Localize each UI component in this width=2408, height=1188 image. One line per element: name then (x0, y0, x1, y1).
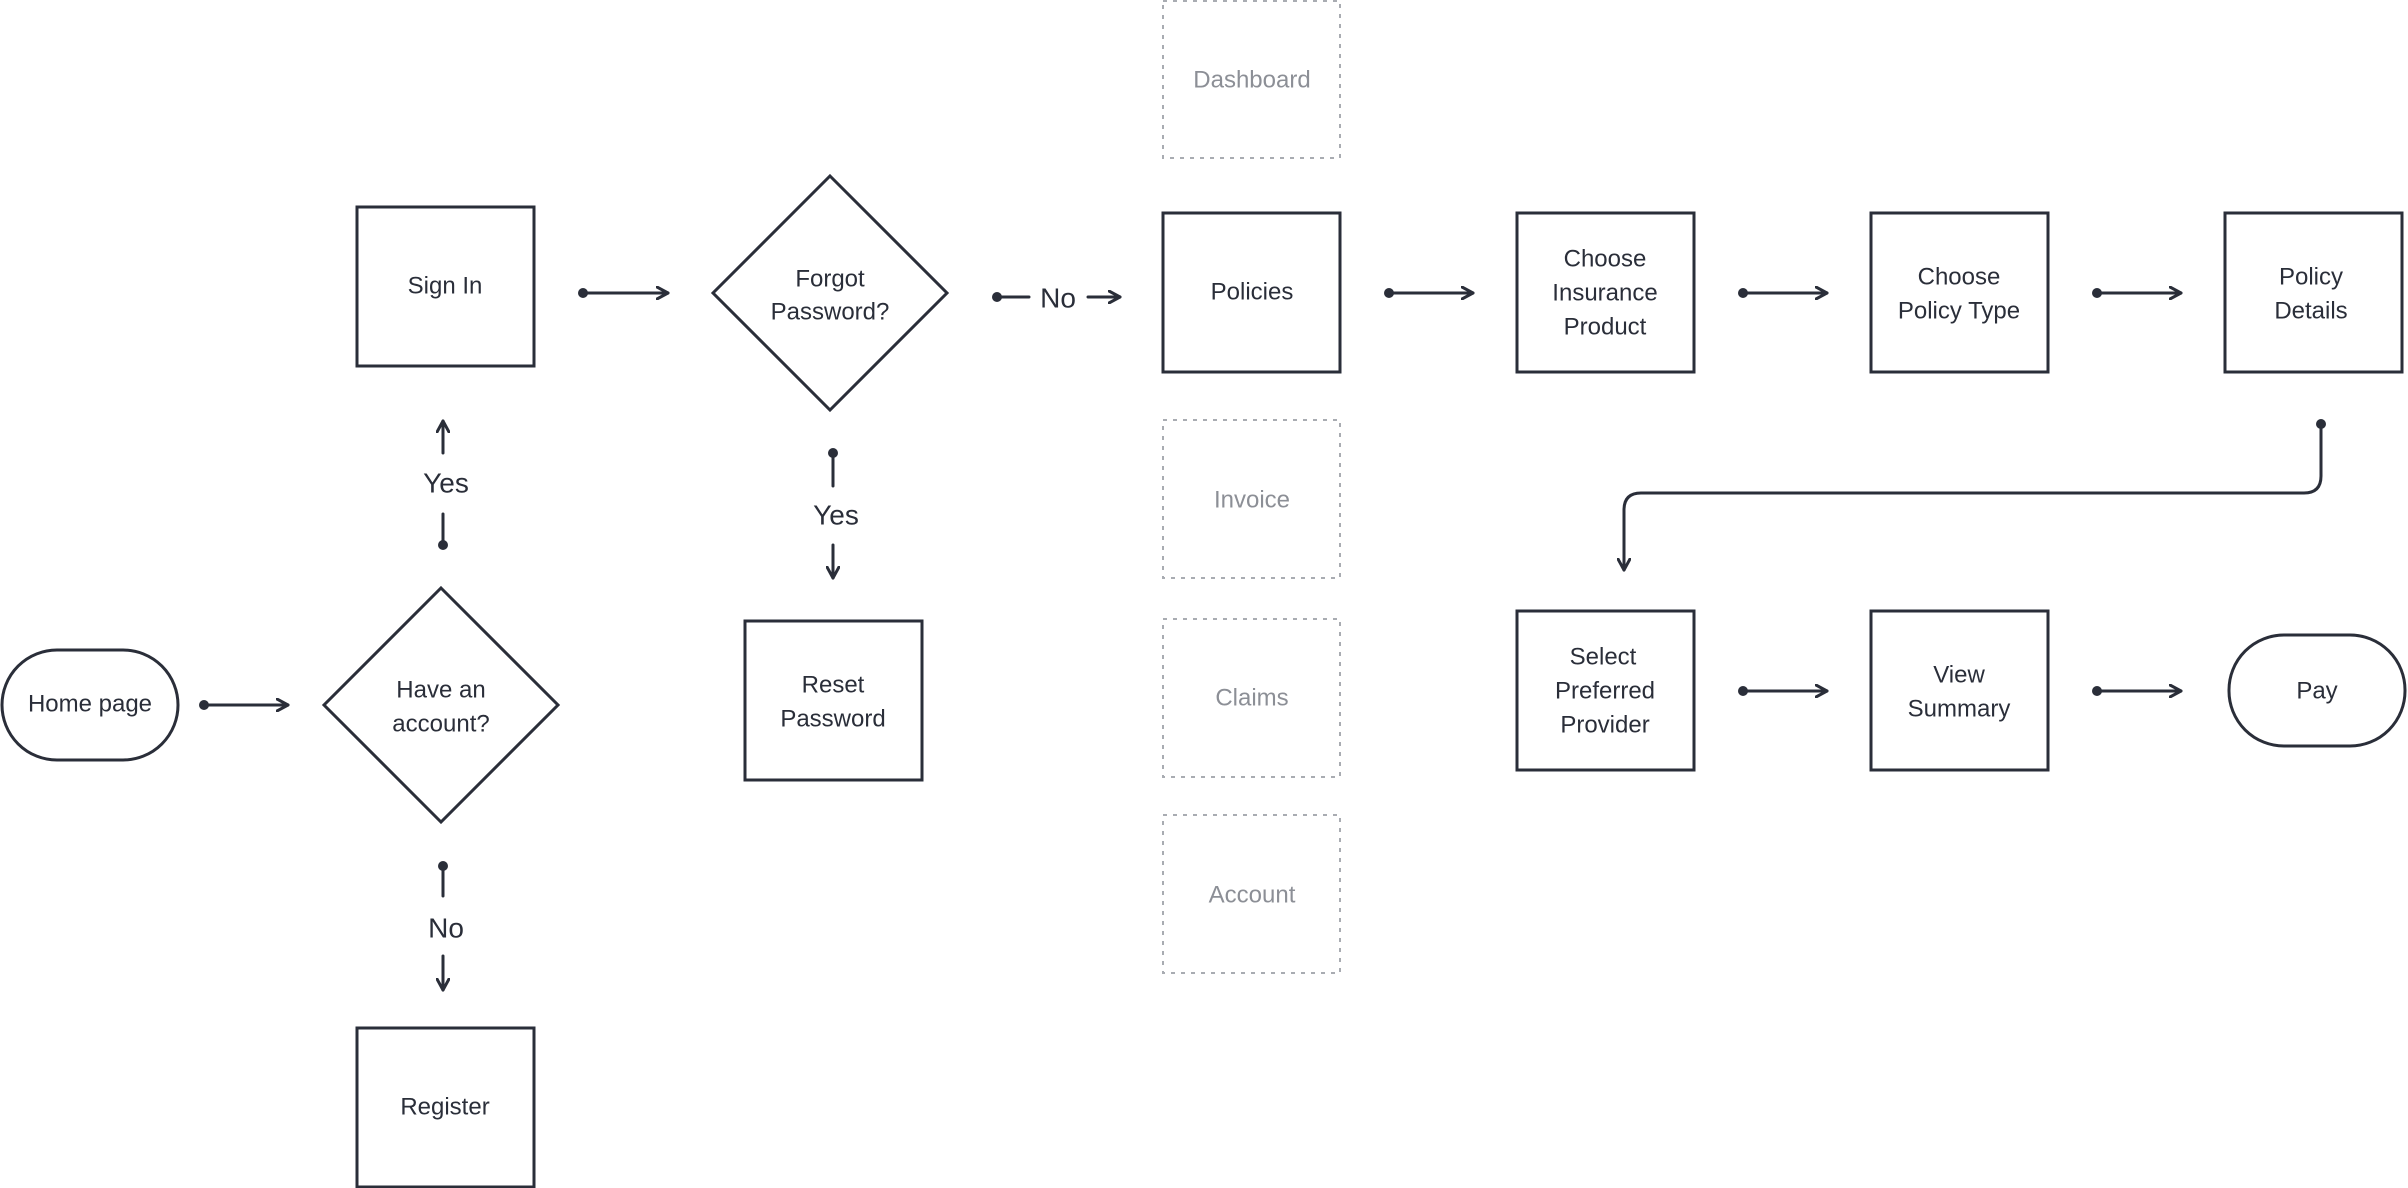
node-choose-policy-type-label-1: Choose (1918, 263, 2001, 290)
node-policy-details-label-1: Policy (2279, 263, 2343, 290)
node-policies-label: Policies (1211, 278, 1294, 305)
node-invoice[interactable]: Invoice (1162, 419, 1341, 579)
node-policy-details[interactable]: Policy Details (2223, 211, 2404, 374)
node-account-label: Account (1209, 881, 1296, 908)
node-forgot-password-label-1: Forgot (795, 265, 865, 292)
node-have-account-label-1: Have an (396, 676, 485, 703)
node-select-preferred-provider-label-1: Select (1570, 643, 1637, 670)
node-register[interactable]: Register (355, 1026, 536, 1188)
node-register-label: Register (400, 1093, 489, 1120)
node-claims-label: Claims (1215, 684, 1288, 711)
node-pay[interactable]: Pay (2227, 633, 2407, 748)
node-account[interactable]: Account (1162, 814, 1341, 974)
edge-label-yes-account: Yes (423, 467, 469, 498)
node-select-preferred-provider-label-3: Provider (1560, 711, 1649, 738)
edge-label-no-account: No (428, 912, 464, 943)
node-have-account[interactable]: Have an account? (321, 585, 561, 825)
node-view-summary-label-1: View (1933, 661, 1985, 688)
node-pay-label: Pay (2296, 677, 2337, 704)
node-choose-insurance-product-label-1: Choose (1564, 245, 1647, 272)
edge-sign-in-to-forgot-password (578, 288, 670, 298)
node-forgot-password[interactable]: Forgot Password? (710, 173, 950, 413)
edge-policies-to-choose-product (1384, 288, 1475, 298)
node-sign-in-label: Sign In (408, 272, 483, 299)
edge-have-account-to-register: No (428, 861, 464, 992)
node-policies[interactable]: Policies (1161, 211, 1342, 374)
node-select-preferred-provider[interactable]: Select Preferred Provider (1515, 609, 1696, 772)
edge-home-to-have-account (199, 700, 290, 710)
node-select-preferred-provider-label-2: Preferred (1555, 677, 1655, 704)
node-policy-details-label-2: Details (2274, 297, 2347, 324)
node-view-summary-label-2: Summary (1908, 695, 2011, 722)
node-have-account-label-2: account? (392, 710, 489, 737)
node-forgot-password-label-2: Password? (771, 298, 890, 325)
edge-forgot-password-to-reset: Yes (813, 448, 859, 580)
node-sign-in[interactable]: Sign In (355, 205, 536, 368)
node-choose-policy-type[interactable]: Choose Policy Type (1869, 211, 2050, 374)
node-reset-password-label-2: Password (780, 705, 885, 732)
edge-label-yes-forgot: Yes (813, 499, 859, 530)
node-invoice-label: Invoice (1214, 486, 1290, 513)
edge-details-to-provider (1624, 419, 2326, 572)
edge-provider-to-summary (1738, 686, 1829, 696)
edge-forgot-password-to-policies: No (992, 282, 1122, 313)
node-reset-password-label-1: Reset (802, 671, 865, 698)
edge-policy-type-to-details (2092, 288, 2183, 298)
node-dashboard-label: Dashboard (1193, 66, 1310, 93)
node-reset-password[interactable]: Reset Password (743, 619, 924, 782)
node-choose-insurance-product-label-3: Product (1564, 313, 1647, 340)
node-choose-insurance-product[interactable]: Choose Insurance Product (1515, 211, 1696, 374)
edge-have-account-to-sign-in: Yes (423, 419, 469, 550)
node-view-summary[interactable]: View Summary (1869, 609, 2050, 772)
node-claims[interactable]: Claims (1162, 618, 1341, 778)
edge-choose-product-to-policy-type (1738, 288, 1829, 298)
node-choose-insurance-product-label-2: Insurance (1552, 279, 1657, 306)
node-home-page[interactable]: Home page (0, 648, 180, 762)
node-dashboard[interactable]: Dashboard (1162, 0, 1341, 159)
edge-label-no-forgot: No (1040, 282, 1076, 313)
node-choose-policy-type-label-2: Policy Type (1898, 297, 2020, 324)
node-home-page-label: Home page (28, 690, 152, 717)
edge-summary-to-pay (2092, 686, 2183, 696)
